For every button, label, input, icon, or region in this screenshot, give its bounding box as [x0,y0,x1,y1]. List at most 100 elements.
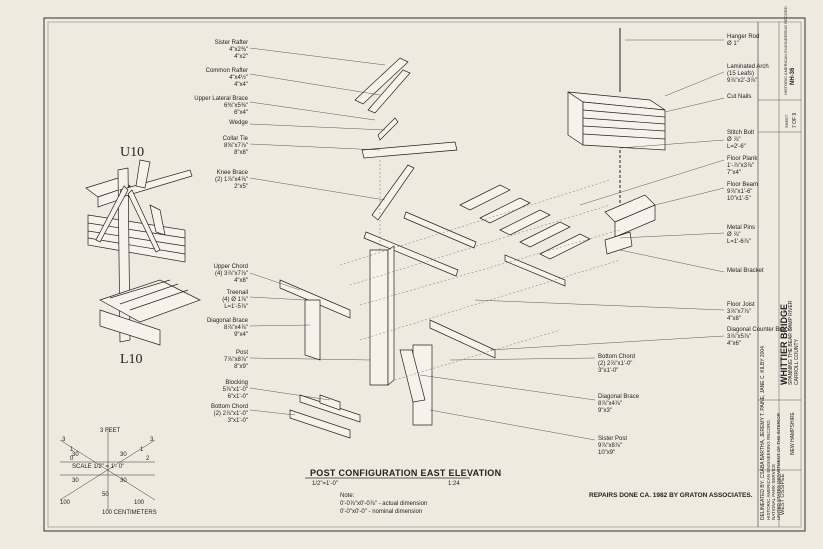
component-dimension: 6"x1'-0" [227,394,248,400]
note-line-actual: 0'-0⅞"x0'-0⅞" - actual dimension [340,501,428,507]
component-dimension: 8⅝"x7⅞" [224,143,248,149]
scale-cm-num: 30 [120,478,127,484]
component-dimension: Ø 1" [727,41,739,47]
component-name: Collar Tie [222,136,248,142]
component-name: Sister Post [598,436,628,442]
component-name: Metal Pins [727,225,756,231]
scale-text: SCALE 1/2" = 1'- 0" [72,464,125,470]
scale-num: 1 [70,447,74,453]
scale-cm-num: 50 [102,492,109,498]
component-dimension: 1'-⅞"x3⅞" [727,163,755,169]
component-dimension: 8⅞"x4⅞" [224,325,248,331]
scale-num: 2 [146,456,150,462]
component-name: Wedge [229,120,248,126]
component-dimension: 9⅞"x1'-6" [727,189,753,195]
scale-num: 0 [70,456,74,462]
scale-num: 3 [62,437,66,443]
scale-ratio: 1:24 [448,481,460,487]
component-dimension: 6⅜"x5⅜" [224,103,248,109]
component-dimension: Ø ⅞" [727,137,741,143]
post-assembly-isometric [85,159,201,346]
component-name: Upper Lateral Brace [194,96,248,102]
component-name: Bottom Chord [598,354,636,360]
tb-county: CARROLL COUNTY [794,339,800,385]
component-name: Blocking [225,380,248,386]
component-dimension: 9⅞"x2'-3⅞" [727,78,758,84]
component-dimension: 7⅞"x8⅞" [224,357,248,363]
component-name: Knee Brace [216,170,248,176]
exploded-assembly [279,57,496,439]
component-label: Knee Brace(2) 1⅞"x4⅞"2"x5" [215,170,248,191]
component-label: Treenail(4) Ø 1⅞"L=1'-5⅞" [222,290,248,311]
scale-cm-num: 100 [60,500,71,506]
component-dimension: 4"x4½" [229,75,248,81]
component-dimension: L=1'-5⅞" [224,304,248,310]
component-dimension: (4) 3⅞"x7⅞" [215,271,248,277]
component-dimension: 4"x8" [727,316,741,322]
scale-num: 1 [140,447,144,453]
component-dimension: 4"x8" [234,278,248,284]
scale-cm-num: 30 [72,452,79,458]
component-dimension: (2) 2⅞"x1'-0" [598,361,633,367]
component-dimension: 2"x5" [234,184,248,190]
component-dimension: 9"x3" [598,408,612,414]
note-title: Note: [340,493,355,499]
component-name: Common Rafter [205,68,248,74]
component-name: Laminated Arch [727,64,769,70]
component-label: Laminated Arch(15 Leafs)9⅞"x2'-3⅞" [727,64,769,85]
component-dimension: 7"x4" [727,170,741,176]
component-name: Diagonal Brace [206,318,248,324]
component-name: Floor Beam [727,182,759,188]
component-dimension: 10"x1'-5" [727,196,751,202]
l10-label: L10 [120,352,143,367]
component-name: Hanger Rod [727,34,760,40]
tb-survey: HISTORIC AMERICAN ENGINEERING RECORD [783,6,788,95]
component-label: Bottom Chord(2) 2⅞"x1'-0"3"x1'-0" [211,404,248,425]
component-name: Floor Plank [727,156,758,162]
arch-and-beam [567,28,666,255]
component-label: Cut Nails [727,94,751,101]
component-label: Wedge [229,120,248,127]
tb-west: WEST OSSIPEE [780,473,786,515]
component-name: Floor Joist [727,302,755,308]
component-dimension: L=2'-6" [727,144,746,150]
component-dimension: 3⅞"x5⅞" [727,334,751,340]
component-label: Bottom Chord(2) 2⅞"x1'-0"3"x1'-0" [598,354,635,375]
component-dimension: 9⅞"x8⅞" [598,443,622,449]
scale-cm-num: 30 [120,452,127,458]
scale-num: 3 [150,437,154,443]
tb-state: NEW HAMPSHIRE [790,412,796,455]
scale-graphic [59,428,156,510]
component-name: Bottom Chord [210,404,248,410]
component-name: Metal Bracket [727,268,764,274]
component-dimension: 10"x9" [598,450,616,456]
component-dimension: 6"x4" [234,110,248,116]
component-dimension: 8"x8" [234,150,248,156]
component-name: Upper Chord [213,264,248,270]
scale-cm-num: 30 [72,478,79,484]
component-dimension: (2) 2⅞"x1'-0" [213,411,248,417]
floor-planks [459,184,591,287]
component-label: Metal Bracket [727,268,764,275]
component-dimension: 9"x4" [234,332,248,338]
component-dimension: (15 Leafs) [727,71,755,77]
component-dimension: 3⅞"x7⅞" [727,309,751,315]
tb-sheet: SHEET [784,114,789,128]
note-line-nominal: 0'-0"x0'-0" - nominal dimension [340,509,423,515]
sheet-border [43,17,806,532]
component-name: Post [235,350,248,356]
